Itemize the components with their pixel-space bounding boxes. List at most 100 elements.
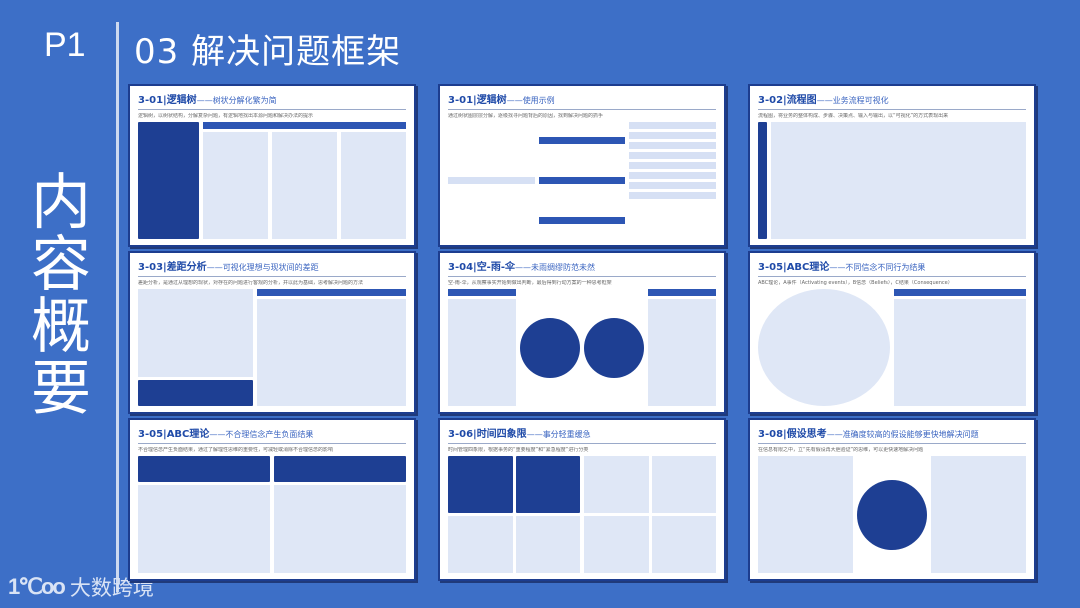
slide-thumbnail[interactable]: 3-02|流程图——业务流程可视化流程图，将业务的整体构成、步骤、决策点、输入与…: [748, 84, 1036, 247]
slide-description: 差距分析，是通过从理想的现状，对存在的问题进行客观的分析，并以此为基础，思考解决…: [138, 280, 364, 286]
diagram-block: [448, 177, 535, 184]
slide-title-part: ——不合理信念产生负面结果: [209, 430, 314, 439]
page-title: 03 解决问题框架: [134, 32, 402, 72]
diagram-block: [138, 289, 253, 406]
slide-diagram: [448, 456, 716, 573]
diagram-block: [648, 289, 716, 406]
slide-description: 流程图，将业务的整体构成、步骤、决策点、输入与输出，以“可视化”的方式表现出来: [758, 113, 949, 119]
divider: [758, 443, 1026, 444]
slide-title: 3-03|差距分析——可视化理想与现状间的差距: [138, 258, 406, 273]
slide-title-part: 3-01|: [448, 95, 477, 106]
diagram-block: [515, 516, 580, 573]
diagram-block: [274, 485, 406, 573]
slide-title: 3-02|流程图——业务流程可视化: [758, 91, 1026, 106]
slide-title-part: 时间四象限: [476, 429, 527, 440]
divider: [448, 443, 716, 444]
diagram-block: [538, 217, 626, 224]
diagram-block: [894, 289, 1026, 296]
slide-title-part: ——使用示例: [506, 96, 555, 105]
diagram-block: [629, 132, 717, 139]
slide-title-part: ——未雨绸缪防范未然: [515, 263, 595, 272]
slide-title-part: 空-雨-伞: [476, 262, 515, 273]
diagram-block: [515, 456, 580, 513]
diagram-block: [629, 162, 717, 169]
diagram-block: [274, 456, 406, 483]
diagram-block: [584, 317, 644, 378]
slide-title: 3-05|ABC理论——不同信念不同行为结果: [758, 258, 1026, 273]
slide-title-part: 3-02|: [758, 95, 787, 106]
slide-title-part: 逻辑树: [476, 95, 507, 106]
slide-diagram: [758, 456, 1026, 573]
slide-title-part: ——可视化理想与现状间的差距: [206, 263, 319, 272]
slide-thumbnail[interactable]: 3-08|假设思考——准确度较高的假设能够更快地解决问题在信息有限之中，立“先有…: [748, 418, 1036, 581]
divider: [448, 109, 716, 110]
diagram-block: [629, 122, 717, 239]
diagram-block: [138, 456, 270, 573]
diagram-block: [271, 132, 337, 239]
diagram-block: [520, 317, 580, 378]
slide-title-part: ABC理论: [786, 262, 830, 273]
slide-title-part: 假设思考: [786, 429, 827, 440]
slide-thumbnail[interactable]: 3-01|逻辑树——使用示例通过树状图层层分解，逐级找寻问题背后的原因，找到解决…: [438, 84, 726, 247]
slide-title: 3-05|ABC理论——不合理信念产生负面结果: [138, 425, 406, 440]
slide-title-part: ——事分轻重缓急: [526, 430, 591, 439]
diagram-block: [931, 456, 1026, 573]
divider: [116, 22, 119, 592]
diagram-block: [138, 379, 253, 406]
diagram-block: [648, 289, 716, 296]
diagram-block: [138, 485, 270, 573]
diagram-block: [340, 132, 407, 239]
diagram-block: [138, 456, 270, 483]
slide-diagram: [138, 289, 406, 406]
slide-description: 逻辑树，以树状结构，分解复杂问题，有逻辑地找出本源问题和解决办法的提示: [138, 113, 314, 119]
slide-thumbnail[interactable]: 3-01|逻辑树——树状分解化繁为简逻辑树，以树状结构，分解复杂问题，有逻辑地找…: [128, 84, 416, 247]
diagram-block: [448, 299, 516, 406]
diagram-block: [202, 122, 407, 239]
diagram-block: [629, 142, 717, 149]
diagram-block: [274, 456, 406, 573]
slide-title: 3-01|逻辑树——树状分解化繁为简: [138, 91, 406, 106]
slide-description: 空-雨-伞，从观察事实开始到做出判断，最后得到行动方案的一种思考框架: [448, 280, 612, 286]
slide-title-part: 3-08|: [758, 429, 787, 440]
diagram-block: [138, 122, 199, 239]
slide-thumbnail[interactable]: 3-06|时间四象限——事分轻重缓急时间管理四象限，根据事务的“重要程度”和“紧…: [438, 418, 726, 581]
logo-mark: 1℃oo: [8, 574, 66, 599]
slide-title-part: 差距分析: [166, 262, 207, 273]
slide-thumbnail[interactable]: 3-04|空-雨-伞——未雨绸缪防范未然空-雨-伞，从观察事实开始到做出判断，最…: [438, 251, 726, 414]
diagram-block: [629, 122, 717, 129]
slide-description: 不合理信念产生负面结果，通过了解理性思维的重要性，可减轻或消除不合理信念的影响: [138, 447, 334, 453]
diagram-block: [256, 289, 406, 296]
slide-thumbnail[interactable]: 3-05|ABC理论——不合理信念产生负面结果不合理信念产生负面结果，通过了解理…: [128, 418, 416, 581]
diagram-block: [894, 289, 1026, 406]
diagram-block: [138, 289, 253, 377]
diagram-block: [758, 122, 767, 239]
divider: [138, 109, 406, 110]
diagram-block: [448, 516, 513, 573]
slide-title-part: ABC理论: [166, 429, 210, 440]
diagram-block: [651, 516, 716, 573]
slide-title-part: 3-05|: [758, 262, 787, 273]
slide-title-part: 逻辑树: [166, 95, 197, 106]
diagram-block: [857, 479, 927, 550]
slide-title: 3-06|时间四象限——事分轻重缓急: [448, 425, 716, 440]
slide-thumbnail[interactable]: 3-03|差距分析——可视化理想与现状间的差距差距分析，是通过从理想的现状，对存…: [128, 251, 416, 414]
diagram-block: [448, 456, 513, 513]
diagram-block: [538, 177, 626, 184]
diagram-block: [651, 456, 716, 513]
slide-title-part: 3-03|: [138, 262, 167, 273]
diagram-block: [202, 122, 406, 129]
slide-title-part: ——树状分解化繁为简: [196, 96, 277, 105]
slide-description: 在信息有限之中，立“先有假设再大胆验证”的思维，可以更快速地解决问题: [758, 447, 924, 453]
slide-title: 3-01|逻辑树——使用示例: [448, 91, 716, 106]
slide-diagram: [758, 289, 1026, 406]
slide-title-part: 3-01|: [138, 95, 167, 106]
side-title: 内容概要: [31, 168, 91, 424]
slide-diagram: [138, 122, 407, 239]
diagram-block: [629, 192, 717, 199]
divider: [138, 276, 406, 277]
slide-title-part: ——准确度较高的假设能够更快地解决问题: [826, 430, 979, 439]
divider: [138, 443, 406, 444]
slide-title-part: 3-04|: [448, 262, 477, 273]
slide-description: 时间管理四象限，根据事务的“重要程度”和“紧急程度”进行分类: [448, 447, 589, 453]
